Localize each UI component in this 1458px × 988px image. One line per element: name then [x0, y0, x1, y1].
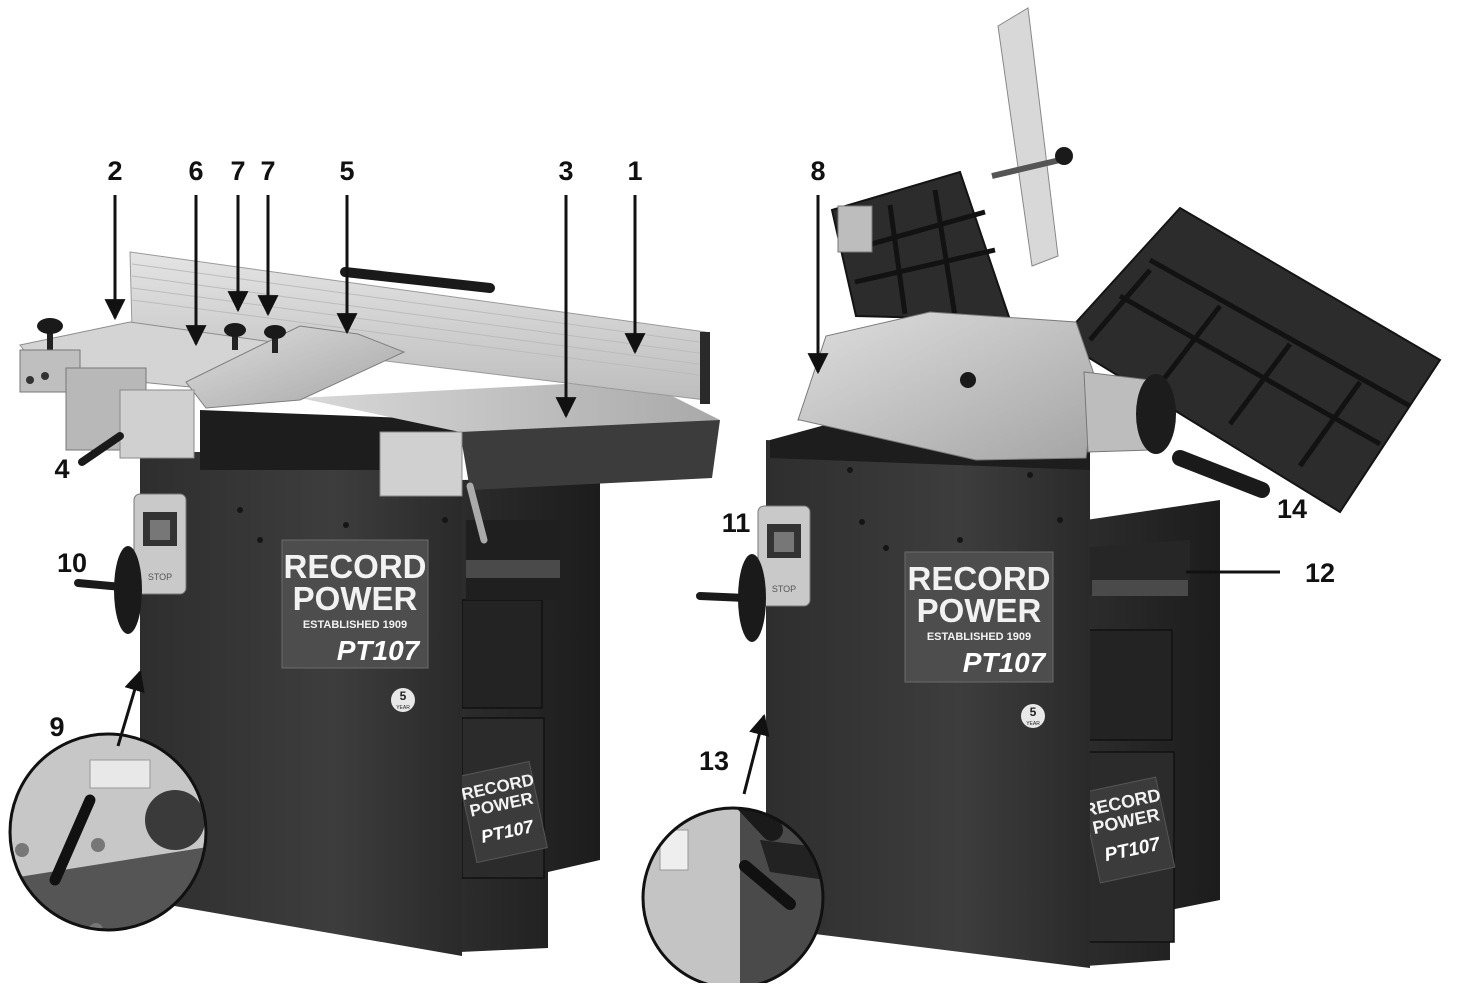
side-brand-plate-right: RECORD POWER PT107 — [1080, 776, 1176, 884]
outfeed-lever[interactable] — [466, 482, 488, 544]
brand-model-left: PT107 — [337, 635, 421, 666]
infeed-lever[interactable] — [78, 432, 124, 466]
outfeed-table — [300, 380, 720, 432]
callout-8: 8 — [810, 156, 825, 186]
callout-1: 1 — [627, 156, 642, 186]
switch-label-right: STOP — [772, 584, 796, 594]
outfeed-table-raised — [1058, 206, 1442, 514]
leader-arrows — [104, 195, 1280, 795]
callout-4: 4 — [54, 454, 69, 484]
side-brand-plate-left: RECORD POWER PT107 — [458, 760, 548, 864]
left-machine: RECORD POWER PT107 RECORD POWER ESTABLIS… — [8, 251, 720, 956]
brand-plate-left: RECORD POWER ESTABLISHED 1909 PT107 — [281, 539, 429, 669]
cutter-guard — [185, 325, 406, 409]
callout-5: 5 — [339, 156, 354, 186]
fence-handle — [340, 267, 495, 293]
right-machine: RECORD POWER PT107 RECORD POWER ESTABLIS… — [641, 7, 1442, 988]
inset-detail-13 — [641, 806, 825, 988]
brand-plate-right: RECORD POWER ESTABLISHED 1909 PT107 — [904, 551, 1054, 683]
callout-10: 10 — [57, 548, 87, 578]
dust-outlet — [1083, 371, 1176, 454]
callout-12: 12 — [1305, 558, 1335, 588]
fence-raised — [991, 7, 1073, 267]
callout-2: 2 — [107, 156, 122, 186]
callout-11: 11 — [722, 508, 751, 538]
callout-6: 6 — [188, 156, 203, 186]
warranty-number-right: 5 — [1030, 705, 1037, 719]
callout-14: 14 — [1277, 494, 1307, 524]
guard-knob-1[interactable] — [224, 323, 246, 350]
outfeed-table-ribs — [1088, 257, 1412, 468]
brand-line2-right: POWER — [917, 592, 1042, 629]
warranty-number-left: 5 — [400, 689, 407, 703]
callout-7b: 7 — [260, 156, 275, 186]
warranty-text-right: YEAR — [1026, 721, 1040, 727]
thickness-lock-knob[interactable] — [1172, 450, 1270, 498]
switch-label-left: STOP — [148, 572, 172, 582]
inset-detail-9 — [8, 732, 208, 932]
handwheel-right[interactable] — [696, 554, 766, 642]
infeed-hinge-bracket — [837, 205, 873, 253]
brand-model-right: PT107 — [963, 647, 1047, 678]
callout-13: 13 — [699, 746, 729, 776]
infeed-lock-knob[interactable] — [37, 318, 63, 350]
brand-line2-left: POWER — [293, 580, 418, 617]
switch-box-left[interactable]: STOP — [133, 493, 187, 595]
dust-cover-right — [379, 431, 463, 497]
warranty-badge-left: 5 YEAR — [391, 688, 415, 712]
dust-cover-left — [119, 389, 195, 459]
right-side-door-upper — [1087, 629, 1173, 741]
outfeed-table-edge — [460, 420, 720, 490]
arrow-13 — [742, 713, 770, 795]
brand-line1-left: RECORD — [283, 548, 426, 585]
switch-box-right[interactable]: STOP — [757, 505, 811, 607]
warranty-text-left: YEAR — [396, 705, 410, 711]
brand-established-right: ESTABLISHED 1909 — [927, 631, 1031, 643]
brand-line1-right: RECORD — [907, 560, 1050, 597]
handwheel-left[interactable] — [74, 546, 142, 634]
warranty-badge-right: 5 YEAR — [1021, 704, 1045, 728]
callout-3: 3 — [558, 156, 573, 186]
guard-knob-2[interactable] — [264, 325, 286, 353]
callout-9: 9 — [49, 712, 64, 742]
left-side-door-upper — [461, 599, 543, 709]
arrow-9 — [116, 669, 145, 747]
brand-established-left: ESTABLISHED 1909 — [303, 619, 407, 631]
callout-numbers: 2 6 7 7 5 3 1 4 10 9 8 11 12 13 14 — [49, 156, 1335, 776]
callout-7a: 7 — [230, 156, 245, 186]
right-front-rivets — [847, 467, 1063, 551]
